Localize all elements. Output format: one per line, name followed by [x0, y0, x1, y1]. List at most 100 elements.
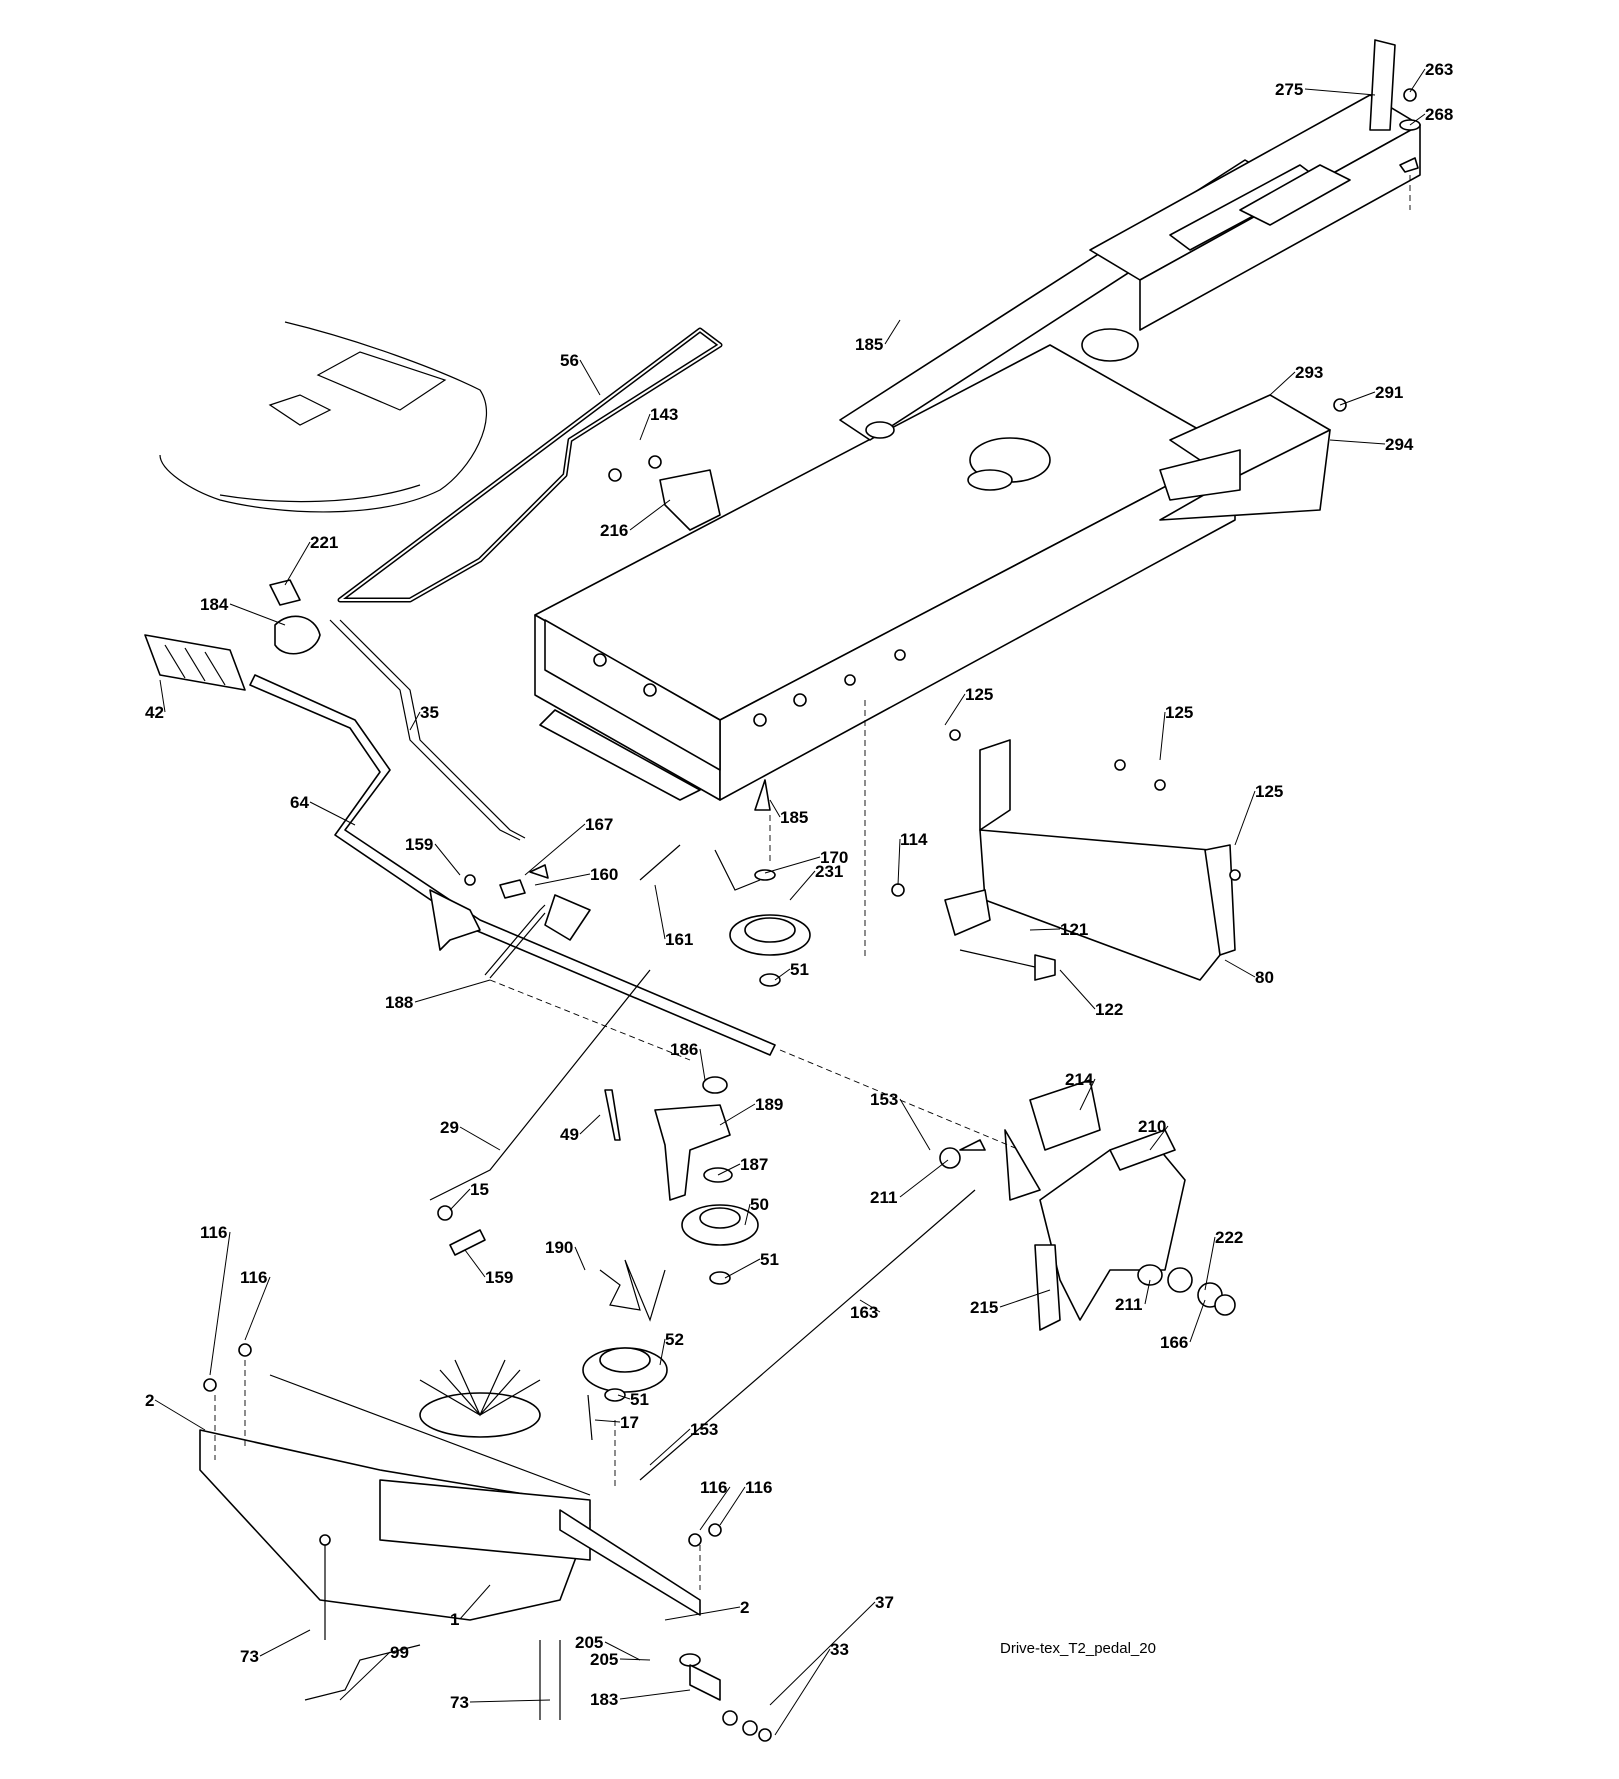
callout-216: 216 — [600, 521, 628, 540]
callout-159: 159 — [405, 835, 433, 854]
leader-line-167 — [524, 823, 586, 876]
callout-163: 163 — [850, 1303, 878, 1322]
callout-2: 2 — [145, 1391, 154, 1410]
leader-line-1 — [459, 1584, 491, 1620]
leader-line-33 — [774, 1648, 831, 1736]
callout-188: 188 — [385, 993, 413, 1012]
callout-170: 170 — [820, 848, 848, 867]
leader-line-185 — [769, 799, 781, 818]
leader-line-215 — [999, 1289, 1051, 1308]
callout-51: 51 — [790, 960, 809, 979]
leader-line-116 — [699, 1486, 731, 1531]
callout-116: 116 — [240, 1268, 267, 1287]
callout-222: 222 — [1215, 1228, 1243, 1247]
callout-263: 263 — [1425, 60, 1453, 79]
leader-line-186 — [699, 1048, 706, 1081]
leader-line-114 — [897, 838, 901, 886]
callout-294: 294 — [1385, 435, 1414, 454]
callout-268: 268 — [1425, 105, 1453, 124]
leader-line-73 — [259, 1629, 311, 1657]
callout-185: 185 — [780, 808, 808, 827]
callout-1: 1 — [450, 1610, 459, 1629]
leader-line-166 — [1189, 1299, 1206, 1343]
callout-73: 73 — [450, 1693, 469, 1712]
leader-line-205 — [619, 1658, 651, 1661]
leader-line-2 — [154, 1399, 206, 1431]
leader-line-294 — [1329, 439, 1386, 445]
callout-183: 183 — [590, 1690, 618, 1709]
callout-293: 293 — [1295, 363, 1323, 382]
leader-line-122 — [1059, 969, 1096, 1010]
callout-125: 125 — [1255, 782, 1283, 801]
leader-line-52 — [659, 1338, 666, 1366]
callout-2: 2 — [740, 1598, 749, 1617]
leader-line-187 — [717, 1163, 741, 1176]
callout-121: 121 — [1060, 920, 1088, 939]
callout-221: 221 — [310, 533, 338, 552]
leader-line-222 — [1204, 1236, 1216, 1291]
leader-line-116 — [209, 1231, 231, 1376]
callout-161: 161 — [665, 930, 693, 949]
leader-line-37 — [769, 1601, 876, 1706]
hitch-pin-assembly — [1369, 39, 1421, 210]
leader-line-116 — [719, 1486, 746, 1526]
leader-line-210 — [1149, 1125, 1169, 1151]
callout-35: 35 — [420, 703, 439, 722]
leader-line-293 — [1269, 371, 1296, 396]
leader-line-17 — [594, 1419, 621, 1423]
callout-37: 37 — [875, 1593, 894, 1612]
callout-50: 50 — [750, 1195, 769, 1214]
leader-line-29 — [459, 1126, 501, 1151]
callout-210: 210 — [1138, 1117, 1166, 1136]
leader-line-205 — [604, 1641, 641, 1661]
callout-160: 160 — [590, 865, 618, 884]
mud-guard — [1159, 394, 1347, 521]
leader-line-291 — [1339, 391, 1376, 406]
leader-line-275 — [1304, 88, 1376, 96]
leader-line-143 — [639, 413, 651, 441]
idler-bracket-assembly — [604, 1076, 759, 1285]
lift-rods — [249, 619, 776, 1056]
bracket-216 — [608, 455, 721, 531]
callout-186: 186 — [670, 1040, 698, 1059]
small-hardware-upper — [464, 844, 681, 899]
link-rod-29 — [429, 969, 651, 1256]
leader-line-161 — [654, 884, 666, 940]
callout-167: 167 — [585, 815, 613, 834]
callout-211: 211 — [1115, 1295, 1142, 1314]
callout-49: 49 — [560, 1125, 579, 1144]
callout-215: 215 — [970, 1298, 998, 1317]
callout-64: 64 — [290, 793, 309, 812]
callout-17: 17 — [620, 1413, 639, 1432]
callout-51: 51 — [630, 1390, 649, 1409]
callout-189: 189 — [755, 1095, 783, 1114]
callout-114: 114 — [900, 830, 928, 849]
callout-159: 159 — [485, 1268, 513, 1287]
leader-line-183 — [619, 1689, 691, 1700]
leader-line-153 — [649, 1428, 691, 1466]
leader-line-50 — [744, 1203, 751, 1226]
leader-line-221 — [284, 541, 311, 586]
leader-line-125 — [1159, 711, 1166, 761]
leader-line-211 — [899, 1159, 949, 1198]
callout-52: 52 — [665, 1330, 684, 1349]
leader-line-263 — [1409, 68, 1426, 93]
leader-line-51 — [774, 968, 791, 981]
callout-116: 116 — [200, 1223, 227, 1242]
leader-line-211 — [1144, 1279, 1151, 1305]
assembly-guides — [214, 700, 1021, 1590]
leader-line-99 — [339, 1651, 391, 1701]
callout-153: 153 — [870, 1090, 898, 1109]
callout-205: 205 — [590, 1650, 618, 1669]
leader-line-185 — [884, 319, 901, 345]
callout-73: 73 — [240, 1647, 259, 1666]
mower-deck — [159, 321, 488, 513]
callout-291: 291 — [1375, 383, 1403, 402]
belt-guard-80 — [891, 729, 1241, 981]
idler-pulley-52 — [582, 1259, 668, 1441]
callout-185: 185 — [855, 335, 883, 354]
callout-275: 275 — [1275, 80, 1303, 99]
leader-line-184 — [229, 603, 286, 626]
